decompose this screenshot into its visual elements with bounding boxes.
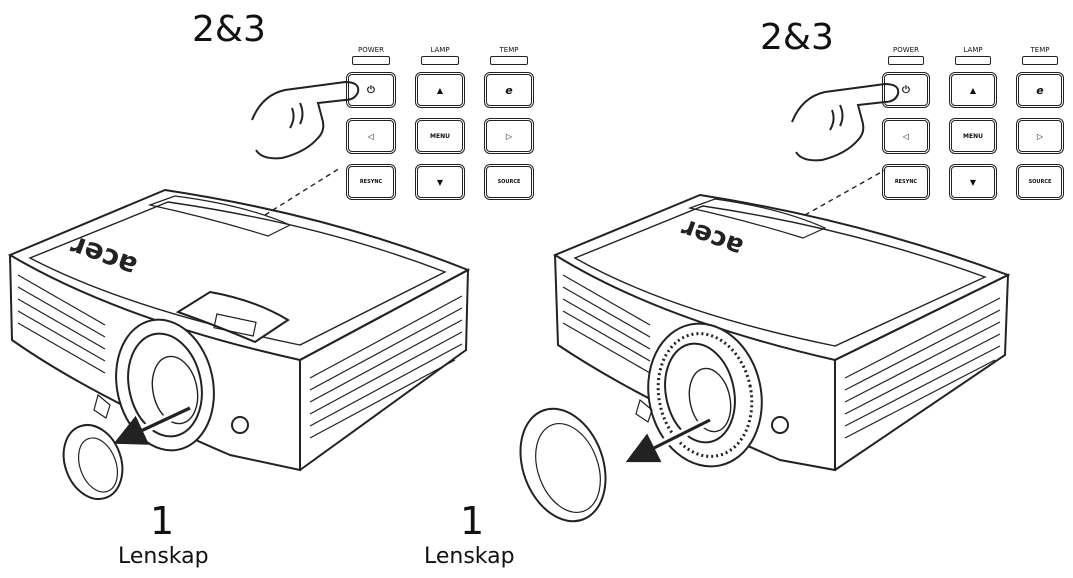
right-right-button[interactable]: ▷ bbox=[1016, 118, 1064, 154]
left-lamp-indicator-led bbox=[421, 56, 459, 65]
right-lamp-indicator-led bbox=[955, 56, 991, 65]
left-power-indicator-led bbox=[352, 56, 390, 65]
right-source-button[interactable]: SOURCE bbox=[1016, 164, 1064, 200]
left-left-button[interactable]: ◁ bbox=[346, 118, 396, 154]
right-menu-button[interactable]: MENU bbox=[949, 118, 997, 154]
left-up-button[interactable]: ▲ bbox=[415, 72, 465, 108]
right-power-button[interactable]: ⏻ bbox=[882, 72, 930, 108]
right-pointing-hand-icon bbox=[791, 82, 900, 162]
left-lamp-indicator-label: LAMP bbox=[430, 46, 450, 54]
left-source-button[interactable]: SOURCE bbox=[484, 164, 534, 200]
right-lens-cap-caption: Lenskap bbox=[424, 544, 515, 569]
left-control-panel: POWER LAMP TEMP ⏻ ▲ e ◁ MENU ▷ RESYNC ▼ … bbox=[340, 46, 540, 211]
right-left-button[interactable]: ◁ bbox=[882, 118, 930, 154]
right-lamp-indicator-label: LAMP bbox=[963, 46, 983, 54]
right-power-indicator-label: POWER bbox=[893, 46, 919, 54]
left-pointing-hand-icon bbox=[251, 80, 360, 160]
left-step-1-label: 1 bbox=[150, 499, 175, 543]
right-control-panel: POWER LAMP TEMP ⏻ ▲ e ◁ MENU ▷ RESYNC ▼ … bbox=[878, 46, 1068, 211]
right-keystone-button[interactable]: e bbox=[1016, 72, 1064, 108]
left-right-button[interactable]: ▷ bbox=[484, 118, 534, 154]
left-keystone-button[interactable]: e bbox=[484, 72, 534, 108]
right-power-indicator-led bbox=[888, 56, 924, 65]
right-up-button[interactable]: ▲ bbox=[949, 72, 997, 108]
right-resync-button[interactable]: RESYNC bbox=[882, 164, 930, 200]
left-step-2-3-label: 2&3 bbox=[192, 9, 266, 50]
left-down-button[interactable]: ▼ bbox=[415, 164, 465, 200]
left-temp-indicator-label: TEMP bbox=[499, 46, 519, 54]
left-temp-indicator-led bbox=[490, 56, 528, 65]
right-down-button[interactable]: ▼ bbox=[949, 164, 997, 200]
right-projector bbox=[519, 169, 1011, 523]
left-resync-button[interactable]: RESYNC bbox=[346, 164, 396, 200]
left-menu-button[interactable]: MENU bbox=[415, 118, 465, 154]
left-power-indicator-label: POWER bbox=[358, 46, 384, 54]
right-step-1-label: 1 bbox=[460, 499, 485, 543]
right-step-2-3-label: 2&3 bbox=[760, 17, 834, 58]
left-lens-cap-caption: Lenskap bbox=[118, 544, 209, 569]
left-projector bbox=[7, 167, 471, 500]
right-temp-indicator-label: TEMP bbox=[1030, 46, 1050, 54]
left-power-button[interactable]: ⏻ bbox=[346, 72, 396, 108]
right-temp-indicator-led bbox=[1022, 56, 1058, 65]
